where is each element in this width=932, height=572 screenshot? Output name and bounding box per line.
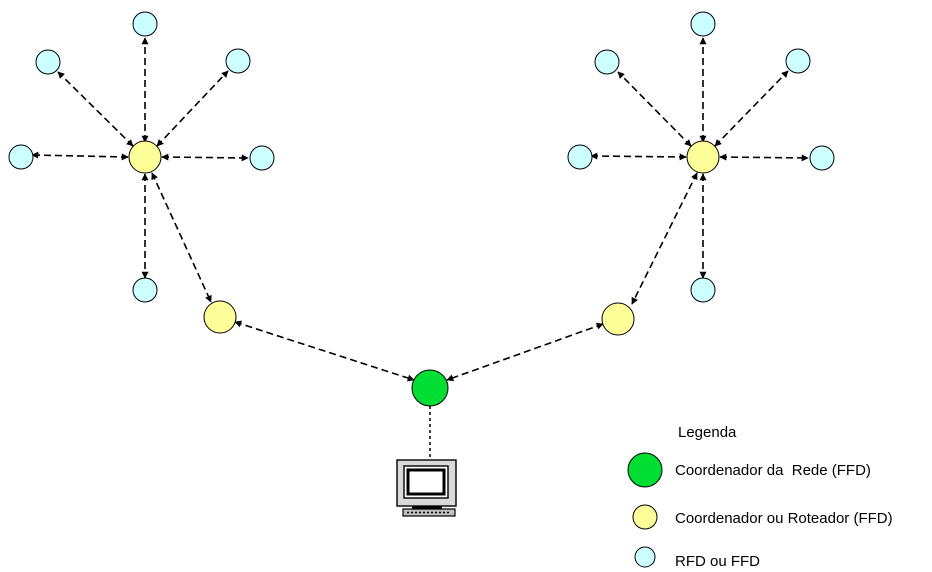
device-node [8, 144, 34, 170]
router-node [601, 302, 635, 336]
device-node [132, 11, 158, 37]
router-node [686, 140, 720, 174]
legend-title: Legenda [678, 424, 737, 441]
link-right-router-coordinator [446, 322, 604, 382]
link-left-hub-upper-left [57, 71, 134, 147]
link-right-hub-upper-left [617, 71, 692, 147]
device-node [690, 11, 716, 37]
left-cluster-nodes [8, 11, 275, 334]
legend-coordinator-label: Coordenador da Rede (FFD) [675, 462, 871, 479]
device-node [785, 48, 811, 74]
router-node [128, 140, 162, 174]
link-right-hub-upper-right [714, 70, 789, 147]
device-node [567, 144, 593, 170]
link-left-hub-upper-right [156, 70, 229, 147]
device-node [225, 48, 251, 74]
right-cluster-links [590, 37, 809, 305]
link-left-hub-left-router [151, 172, 212, 303]
coordinator-links [234, 320, 604, 458]
legend: Legenda Coordenador da Rede (FFD) Coorde… [627, 424, 893, 570]
right-cluster-nodes [567, 11, 835, 336]
link-left-router-coordinator [234, 320, 415, 382]
computer-icon [396, 459, 457, 517]
device-node [690, 277, 716, 303]
coordinator-node [411, 369, 449, 407]
link-right-hub-right-router [631, 172, 698, 305]
legend-device-swatch [634, 546, 656, 568]
router-node [203, 300, 237, 334]
device-node [594, 49, 620, 75]
legend-device-label: RFD ou FFD [675, 553, 760, 570]
device-node [132, 277, 158, 303]
device-node [249, 145, 275, 171]
left-cluster-links [31, 37, 249, 303]
link-left-hub-left [31, 151, 129, 161]
legend-router-swatch [632, 504, 658, 530]
legend-coordinator-swatch [627, 452, 663, 488]
legend-router-label: Coordenador ou Roteador (FFD) [675, 510, 893, 527]
device-node [809, 145, 835, 171]
link-right-hub-right [719, 153, 809, 162]
link-left-hub-right [161, 153, 249, 162]
link-right-hub-left [590, 152, 687, 161]
device-node [35, 49, 61, 75]
